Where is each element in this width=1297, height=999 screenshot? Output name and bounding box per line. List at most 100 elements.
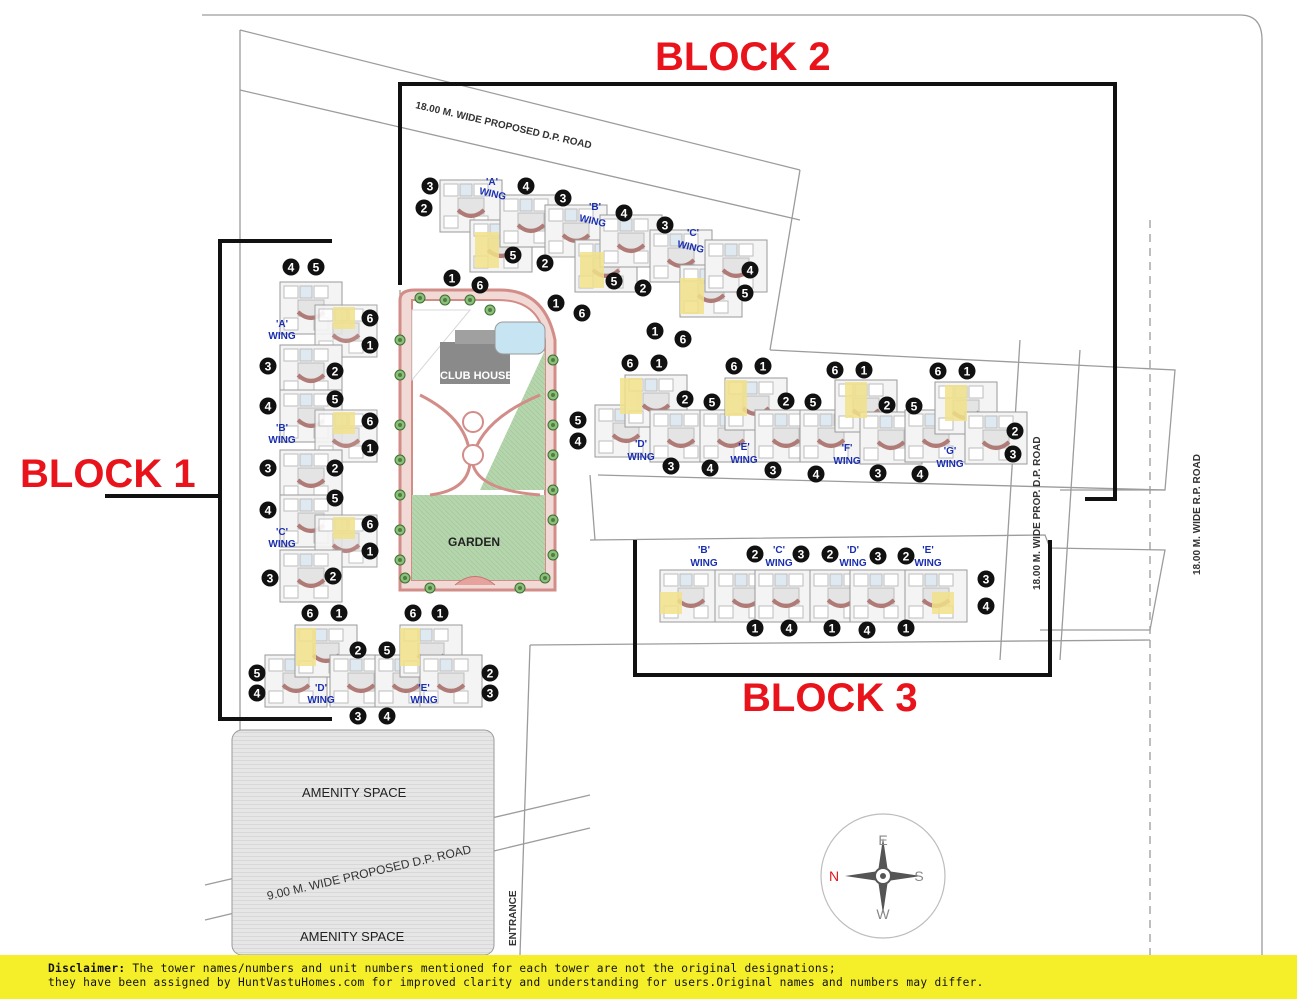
unit-number-badge: 1 — [646, 322, 664, 340]
garden-area — [398, 288, 557, 592]
svg-text:5: 5 — [911, 400, 918, 414]
unit-number-badge: 2 — [326, 459, 344, 477]
svg-text:2: 2 — [752, 548, 759, 562]
svg-text:3: 3 — [662, 219, 669, 233]
compass-north: N — [829, 868, 839, 884]
unit-number-badge: 5 — [307, 258, 325, 276]
unit-number-badge: 2 — [536, 254, 554, 272]
amenity-space-top-label: AMENITY SPACE — [302, 785, 407, 800]
unit-number-badge: 6 — [826, 361, 844, 379]
unit-number-badge: 3 — [481, 684, 499, 702]
block-2-outline — [398, 82, 1117, 501]
unit-number-badge: 6 — [361, 515, 379, 533]
wing-label: 'D' — [315, 683, 327, 694]
svg-text:1: 1 — [553, 297, 560, 311]
unit-number-badge: 5 — [905, 397, 923, 415]
wing-label: 'E' — [738, 442, 749, 453]
unit-number-badge: 2 — [676, 390, 694, 408]
wing-label: 'F' — [842, 443, 853, 454]
road-label-top: 18.00 M. WIDE PROPOSED D.P. ROAD — [414, 100, 592, 151]
svg-text:4: 4 — [813, 468, 820, 482]
svg-text:4: 4 — [786, 622, 793, 636]
svg-text:5: 5 — [254, 667, 261, 681]
unit-number-badge: 6 — [404, 604, 422, 622]
svg-text:3: 3 — [427, 180, 434, 194]
wing-label: 'G' — [944, 446, 957, 457]
unit-number-badge: 1 — [361, 336, 379, 354]
svg-text:3: 3 — [265, 360, 272, 374]
svg-text:6: 6 — [731, 360, 738, 374]
svg-text:1: 1 — [760, 360, 767, 374]
unit-number-badge: 5 — [504, 246, 522, 264]
svg-text:WING: WING — [410, 695, 437, 706]
svg-text:3: 3 — [355, 710, 362, 724]
svg-text:5: 5 — [384, 644, 391, 658]
unit-number-badge: 2 — [415, 199, 433, 217]
unit-number-badge: 3 — [261, 569, 279, 587]
unit-number-badge: 6 — [471, 276, 489, 294]
unit-number-badge: 6 — [929, 362, 947, 380]
unit-number-badge: 2 — [777, 392, 795, 410]
amenity-space-area — [231, 729, 495, 955]
wing-label: 'E' — [922, 545, 933, 556]
svg-text:3: 3 — [983, 573, 990, 587]
unit-number-badge: 5 — [569, 411, 587, 429]
unit-number-badge: 2 — [821, 545, 839, 563]
svg-text:1: 1 — [656, 357, 663, 371]
svg-text:6: 6 — [307, 607, 314, 621]
unit-number-badge: 1 — [746, 619, 764, 637]
unit-number-badge: 4 — [858, 621, 876, 639]
unit-number-badge: 2 — [634, 279, 652, 297]
unit-number-badge: 4 — [248, 684, 266, 702]
svg-text:1: 1 — [861, 364, 868, 378]
svg-text:2: 2 — [421, 202, 428, 216]
block-3-towers — [658, 568, 969, 624]
block-outlines — [105, 82, 1117, 721]
wing-label: 'C' — [773, 545, 785, 556]
svg-text:WING: WING — [268, 539, 295, 550]
unit-number-badge: 2 — [349, 641, 367, 659]
unit-number-badge: 1 — [855, 361, 873, 379]
unit-number-badge: 1 — [361, 542, 379, 560]
svg-text:4: 4 — [983, 600, 990, 614]
site-plan: BLOCK 1 BLOCK 2 BLOCK 3 18.00 M. WIDE PR… — [20, 14, 1263, 955]
unit-number-badge: 4 — [701, 459, 719, 477]
unit-number-badge: 1 — [754, 357, 772, 375]
svg-text:1: 1 — [652, 325, 659, 339]
svg-text:5: 5 — [332, 492, 339, 506]
svg-text:WING: WING — [914, 558, 941, 569]
svg-text:1: 1 — [964, 365, 971, 379]
svg-text:WING: WING — [765, 558, 792, 569]
svg-text:5: 5 — [510, 249, 517, 263]
svg-text:1: 1 — [437, 607, 444, 621]
svg-text:4: 4 — [265, 400, 272, 414]
svg-text:2: 2 — [827, 548, 834, 562]
unit-number-badge: 2 — [481, 664, 499, 682]
svg-text:4: 4 — [288, 261, 295, 275]
unit-number-badge: 1 — [547, 294, 565, 312]
svg-text:5: 5 — [742, 287, 749, 301]
unit-number-badge: 3 — [259, 459, 277, 477]
unit-number-badge: 4 — [517, 177, 535, 195]
unit-number-badge: 6 — [674, 330, 692, 348]
svg-text:2: 2 — [783, 395, 790, 409]
block-1-outline — [218, 239, 332, 721]
svg-text:WING: WING — [307, 695, 334, 706]
svg-text:4: 4 — [575, 435, 582, 449]
unit-number-badge: 2 — [897, 547, 915, 565]
svg-text:4: 4 — [523, 180, 530, 194]
unit-number-badge: 3 — [349, 707, 367, 725]
compass-south: S — [914, 868, 923, 884]
svg-text:3: 3 — [875, 550, 882, 564]
compass-east: E — [878, 832, 887, 848]
wing-labels: 'A'WING 'B'WING 'C'WING 'D'WING 'E'WING … — [268, 177, 963, 706]
unit-number-badge: 1 — [431, 604, 449, 622]
disclaimer-banner: Disclaimer: The tower names/numbers and … — [0, 955, 1297, 999]
svg-text:6: 6 — [367, 415, 374, 429]
unit-number-badge: 5 — [248, 664, 266, 682]
unit-number-badge: 4 — [282, 258, 300, 276]
svg-text:2: 2 — [355, 644, 362, 658]
svg-text:WING: WING — [839, 558, 866, 569]
unit-number-badge: 4 — [977, 597, 995, 615]
svg-text:2: 2 — [640, 282, 647, 296]
